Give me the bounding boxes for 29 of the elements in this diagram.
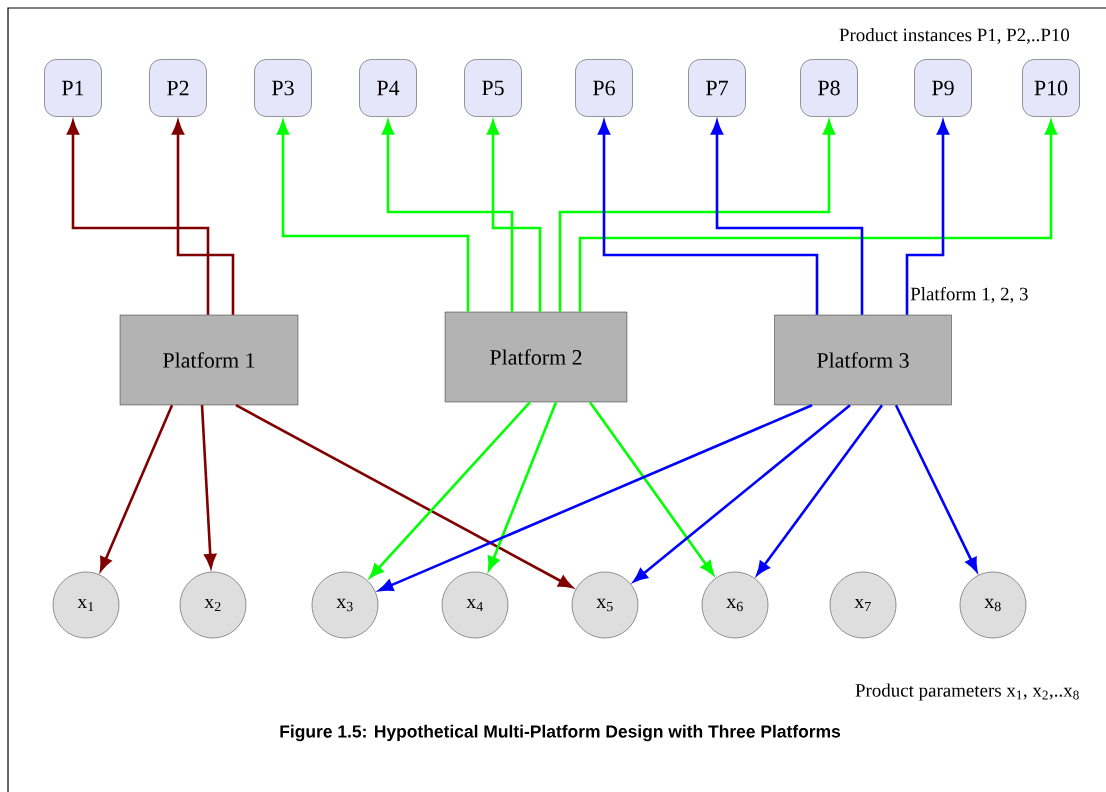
arrow [99,404,174,572]
arrow [558,120,835,312]
note-text: Platform 1, 2, 3 [910,286,1028,304]
arrow [578,120,1057,312]
product-box: P10 [1022,59,1080,117]
platform-box: Platform 1 [119,314,299,406]
arrow [277,120,470,312]
note-text: Product parameters x$_{1}$, x$_{2}$,..x$_{8}$ [855,683,1079,701]
arrow [67,120,210,315]
product-box: P1 [44,59,102,117]
product-box: P3 [254,59,312,117]
product-box: P9 [914,59,972,117]
platform-box: Platform 3 [774,314,952,406]
product-box: P8 [800,59,858,117]
platform-box: Platform 2 [444,311,628,403]
arrow [598,120,819,315]
arrow [894,404,978,572]
product-box: P7 [688,59,746,117]
product-box: P4 [359,59,417,117]
arrow [172,120,235,315]
note-text: Product instances P1, P2,..P10 [839,28,1070,44]
figure-caption: Figure 1.5: Hypothetical Multi-Platform Design with Three Platforms [280,724,841,742]
product-box: P2 [149,59,207,117]
arrow [905,120,949,315]
product-box: P6 [575,59,633,117]
arrow [487,120,542,312]
arrow [711,120,864,315]
product-box: P5 [464,59,522,117]
arrow [382,120,514,312]
